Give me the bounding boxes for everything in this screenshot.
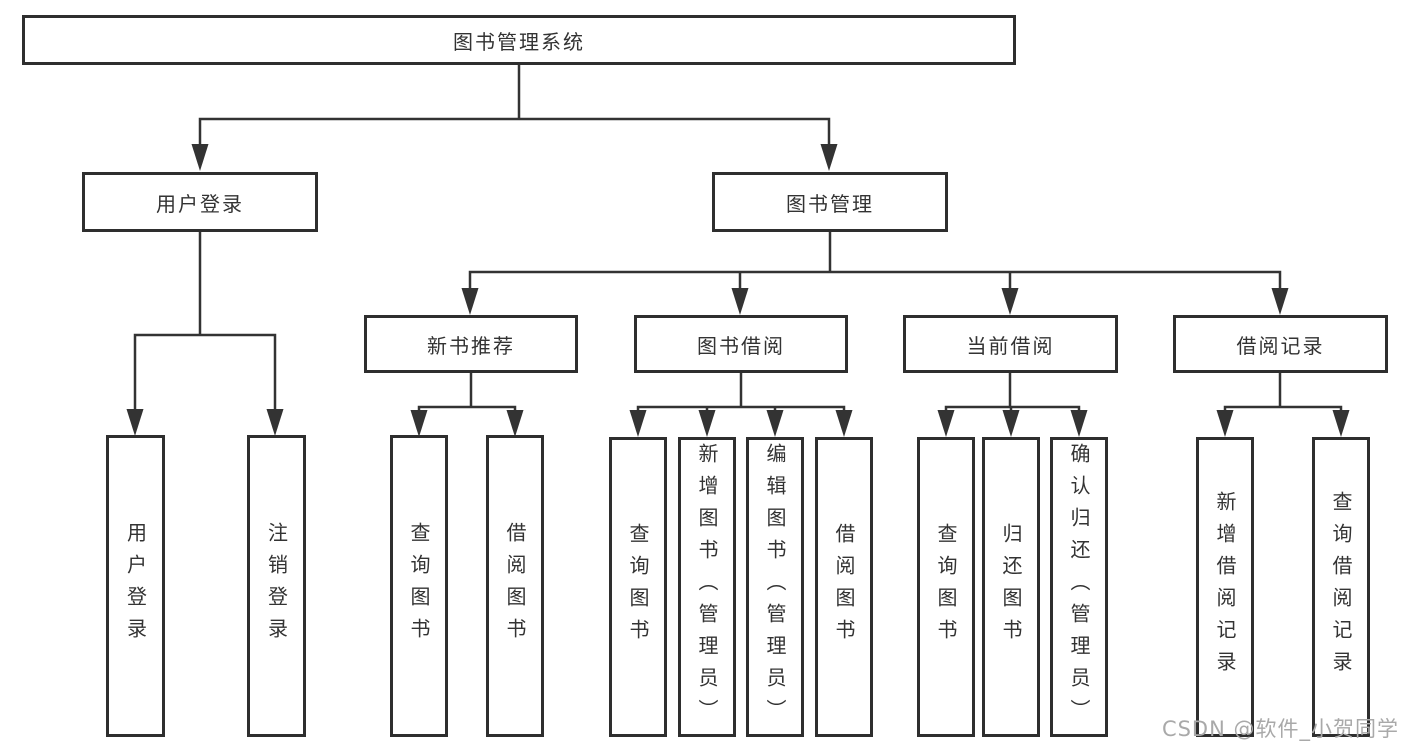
leaf-label: 注销登录 — [264, 522, 289, 650]
leaf-user-login: 用户登录 — [106, 435, 165, 737]
leaf-label: 确认归还（管理员） — [1067, 443, 1091, 731]
leaf-label: 编辑图书（管理员） — [763, 443, 787, 731]
connectors-user-login — [126, 232, 284, 436]
connectors-book-management — [461, 232, 1289, 315]
leaf-query-books-recommend: 查询图书 — [390, 435, 448, 737]
csdn-watermark: CSDN @软件_小贺同学 — [1161, 717, 1399, 741]
connectors-book-borrowing — [629, 373, 853, 437]
connectors-new-book-recommend — [410, 373, 524, 437]
node-book-management: 图书管理 — [712, 172, 948, 232]
leaf-query-books-current: 查询图书 — [917, 437, 975, 737]
leaf-label: 查询图书 — [626, 523, 650, 651]
leaf-label: 查询图书 — [934, 523, 958, 651]
leaf-borrow-books-recommend: 借阅图书 — [486, 435, 544, 737]
leaf-label: 新增借阅记录 — [1213, 491, 1237, 683]
leaf-add-borrow-record: 新增借阅记录 — [1196, 437, 1254, 737]
connectors-current-borrowing — [937, 373, 1088, 437]
node-new-book-recommend: 新书推荐 — [364, 315, 578, 373]
leaf-label: 查询借阅记录 — [1329, 491, 1353, 683]
node-borrowing-records: 借阅记录 — [1173, 315, 1388, 373]
leaf-label: 用户登录 — [123, 522, 148, 650]
connectors-root — [191, 65, 838, 171]
leaf-borrow-books-borrowing: 借阅图书 — [815, 437, 873, 737]
leaf-return-books: 归还图书 — [982, 437, 1040, 737]
leaf-edit-book-admin: 编辑图书（管理员） — [746, 437, 804, 737]
leaf-add-book-admin: 新增图书（管理员） — [678, 437, 736, 737]
node-book-borrowing: 图书借阅 — [634, 315, 848, 373]
node-user-login: 用户登录 — [82, 172, 318, 232]
leaf-query-borrow-record: 查询借阅记录 — [1312, 437, 1370, 737]
connectors-borrowing-records — [1216, 373, 1350, 437]
leaf-label: 借阅图书 — [832, 523, 856, 651]
leaf-label: 新增图书（管理员） — [695, 443, 719, 731]
leaf-label: 归还图书 — [999, 523, 1023, 651]
leaf-logout: 注销登录 — [247, 435, 306, 737]
node-library-management-system: 图书管理系统 — [22, 15, 1016, 65]
leaf-label: 借阅图书 — [503, 522, 527, 650]
leaf-query-books-borrowing: 查询图书 — [609, 437, 667, 737]
node-current-borrowing: 当前借阅 — [903, 315, 1118, 373]
leaf-confirm-return-admin: 确认归还（管理员） — [1050, 437, 1108, 737]
leaf-label: 查询图书 — [407, 522, 431, 650]
